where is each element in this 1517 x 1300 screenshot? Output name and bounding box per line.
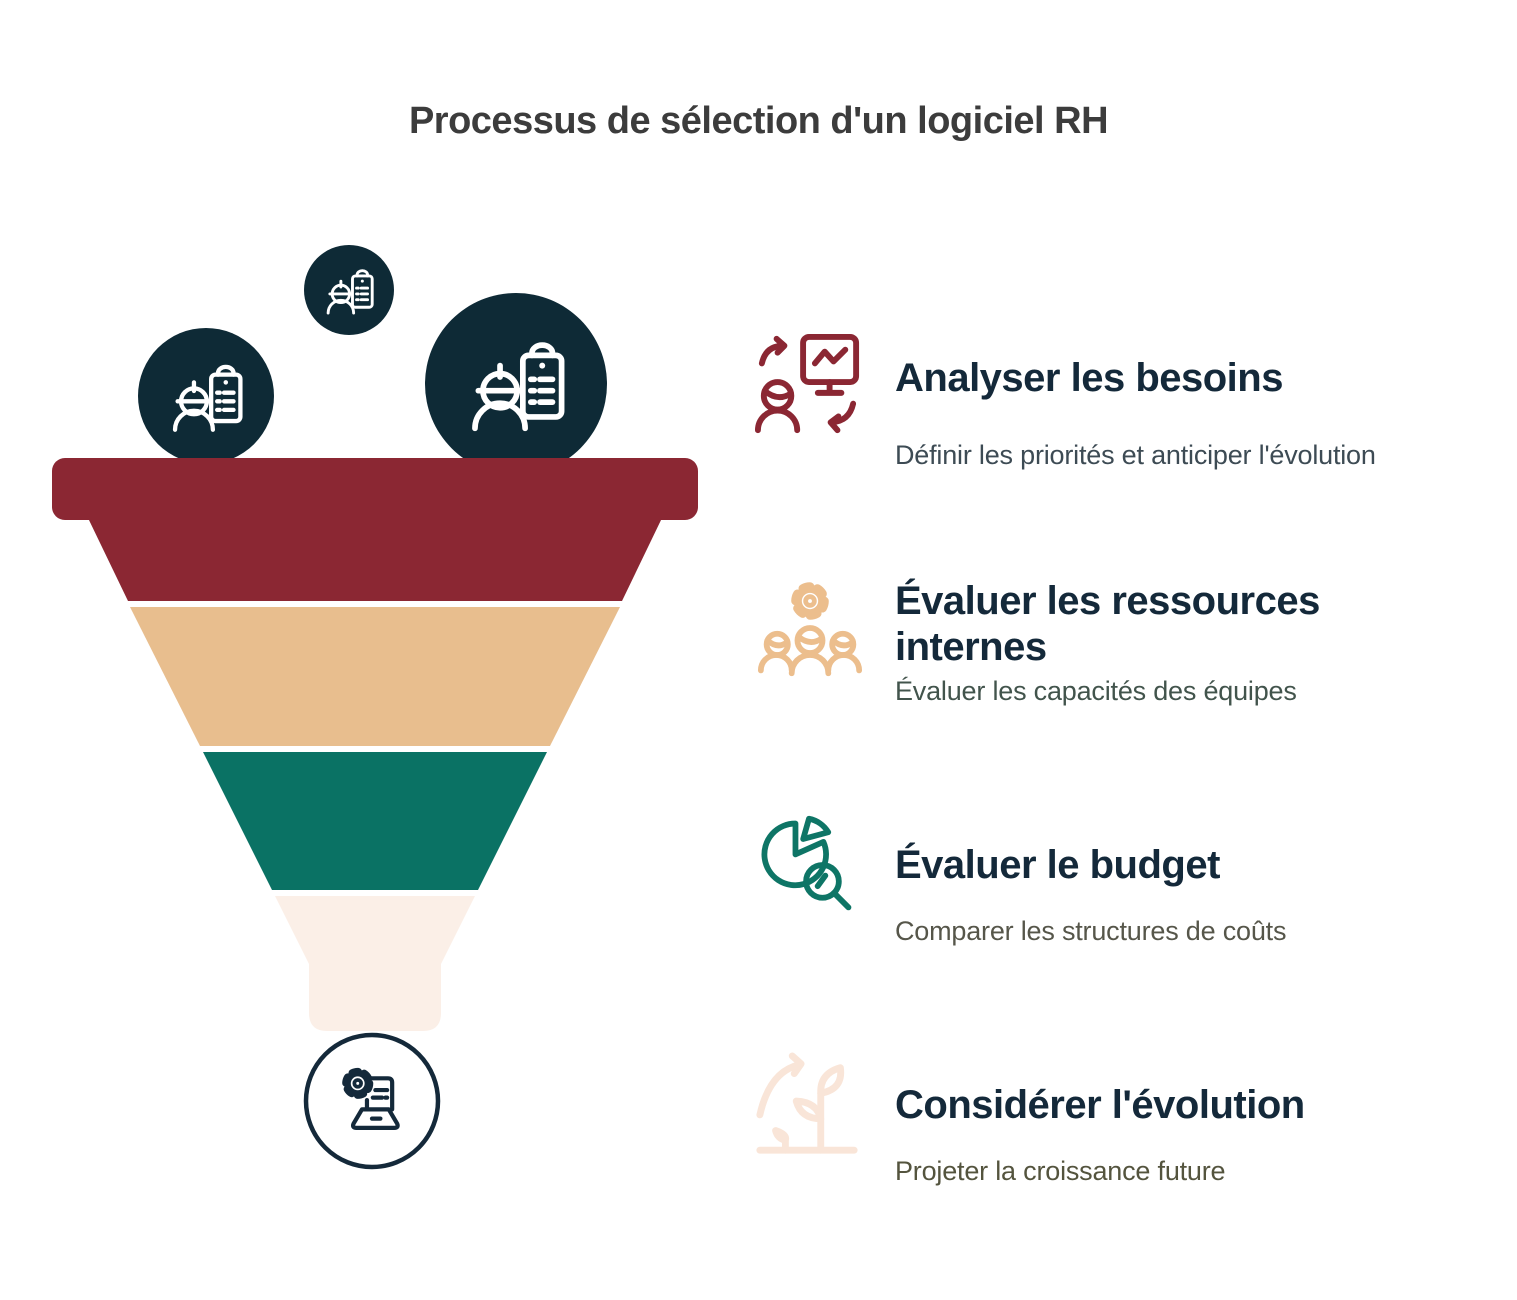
step-3-subtitle: Comparer les structures de coûts [895,916,1287,946]
person-shoulders [754,407,801,434]
leaf-mid [792,1097,825,1123]
shoulders-right [825,652,863,674]
face-line [795,633,825,645]
chart-line [811,346,849,367]
pie-chart [761,820,829,889]
gear-teeth [791,582,829,620]
lens-glint [814,872,829,890]
funnel-stage-1 [88,518,662,601]
shoulders-left [757,652,795,674]
sync-arrowhead-top [773,335,788,356]
leaf-top [817,1064,845,1097]
growth-plant-icon [756,1052,858,1154]
growth-arrow [756,1061,803,1119]
pie-chart-magnifier-icon [761,815,852,911]
funnel-stage-2 [130,607,620,746]
person-face-line [761,387,794,401]
step-2-title: Évaluer les ressources internes [895,579,1320,669]
growth-arrowhead [788,1052,805,1078]
funnel-rim [52,458,698,520]
step-1-subtitle: Définir les priorités et anticiper l'évo… [895,440,1376,470]
face-line [830,637,856,649]
shoulders-center [788,652,832,677]
gear-ring [796,588,824,615]
sync-arrowhead-bottom [827,413,842,434]
pie-slice-detached [800,815,832,842]
gear-team-icon [757,582,863,677]
funnel-stage-3 [203,752,547,890]
output-circle [303,1032,441,1170]
gear-hub [803,594,817,608]
funnel-stage-4-spout [275,896,475,1031]
magnifier-handle [831,890,852,911]
step-1-title: Analyser les besoins [895,356,1283,400]
step-4-title: Considérer l'évolution [895,1083,1305,1127]
step-4-subtitle: Projeter la croissance future [895,1156,1226,1186]
page-title: Processus de sélection d'un logiciel RH [408,100,1109,142]
step-2-subtitle: Évaluer les capacités des équipes [895,676,1297,706]
person-monitor-sync-icon [754,333,860,434]
step-3-title: Évaluer le budget [895,843,1220,887]
magnifier-lens [803,862,842,901]
sprout [772,1127,790,1154]
face-line [764,637,790,649]
